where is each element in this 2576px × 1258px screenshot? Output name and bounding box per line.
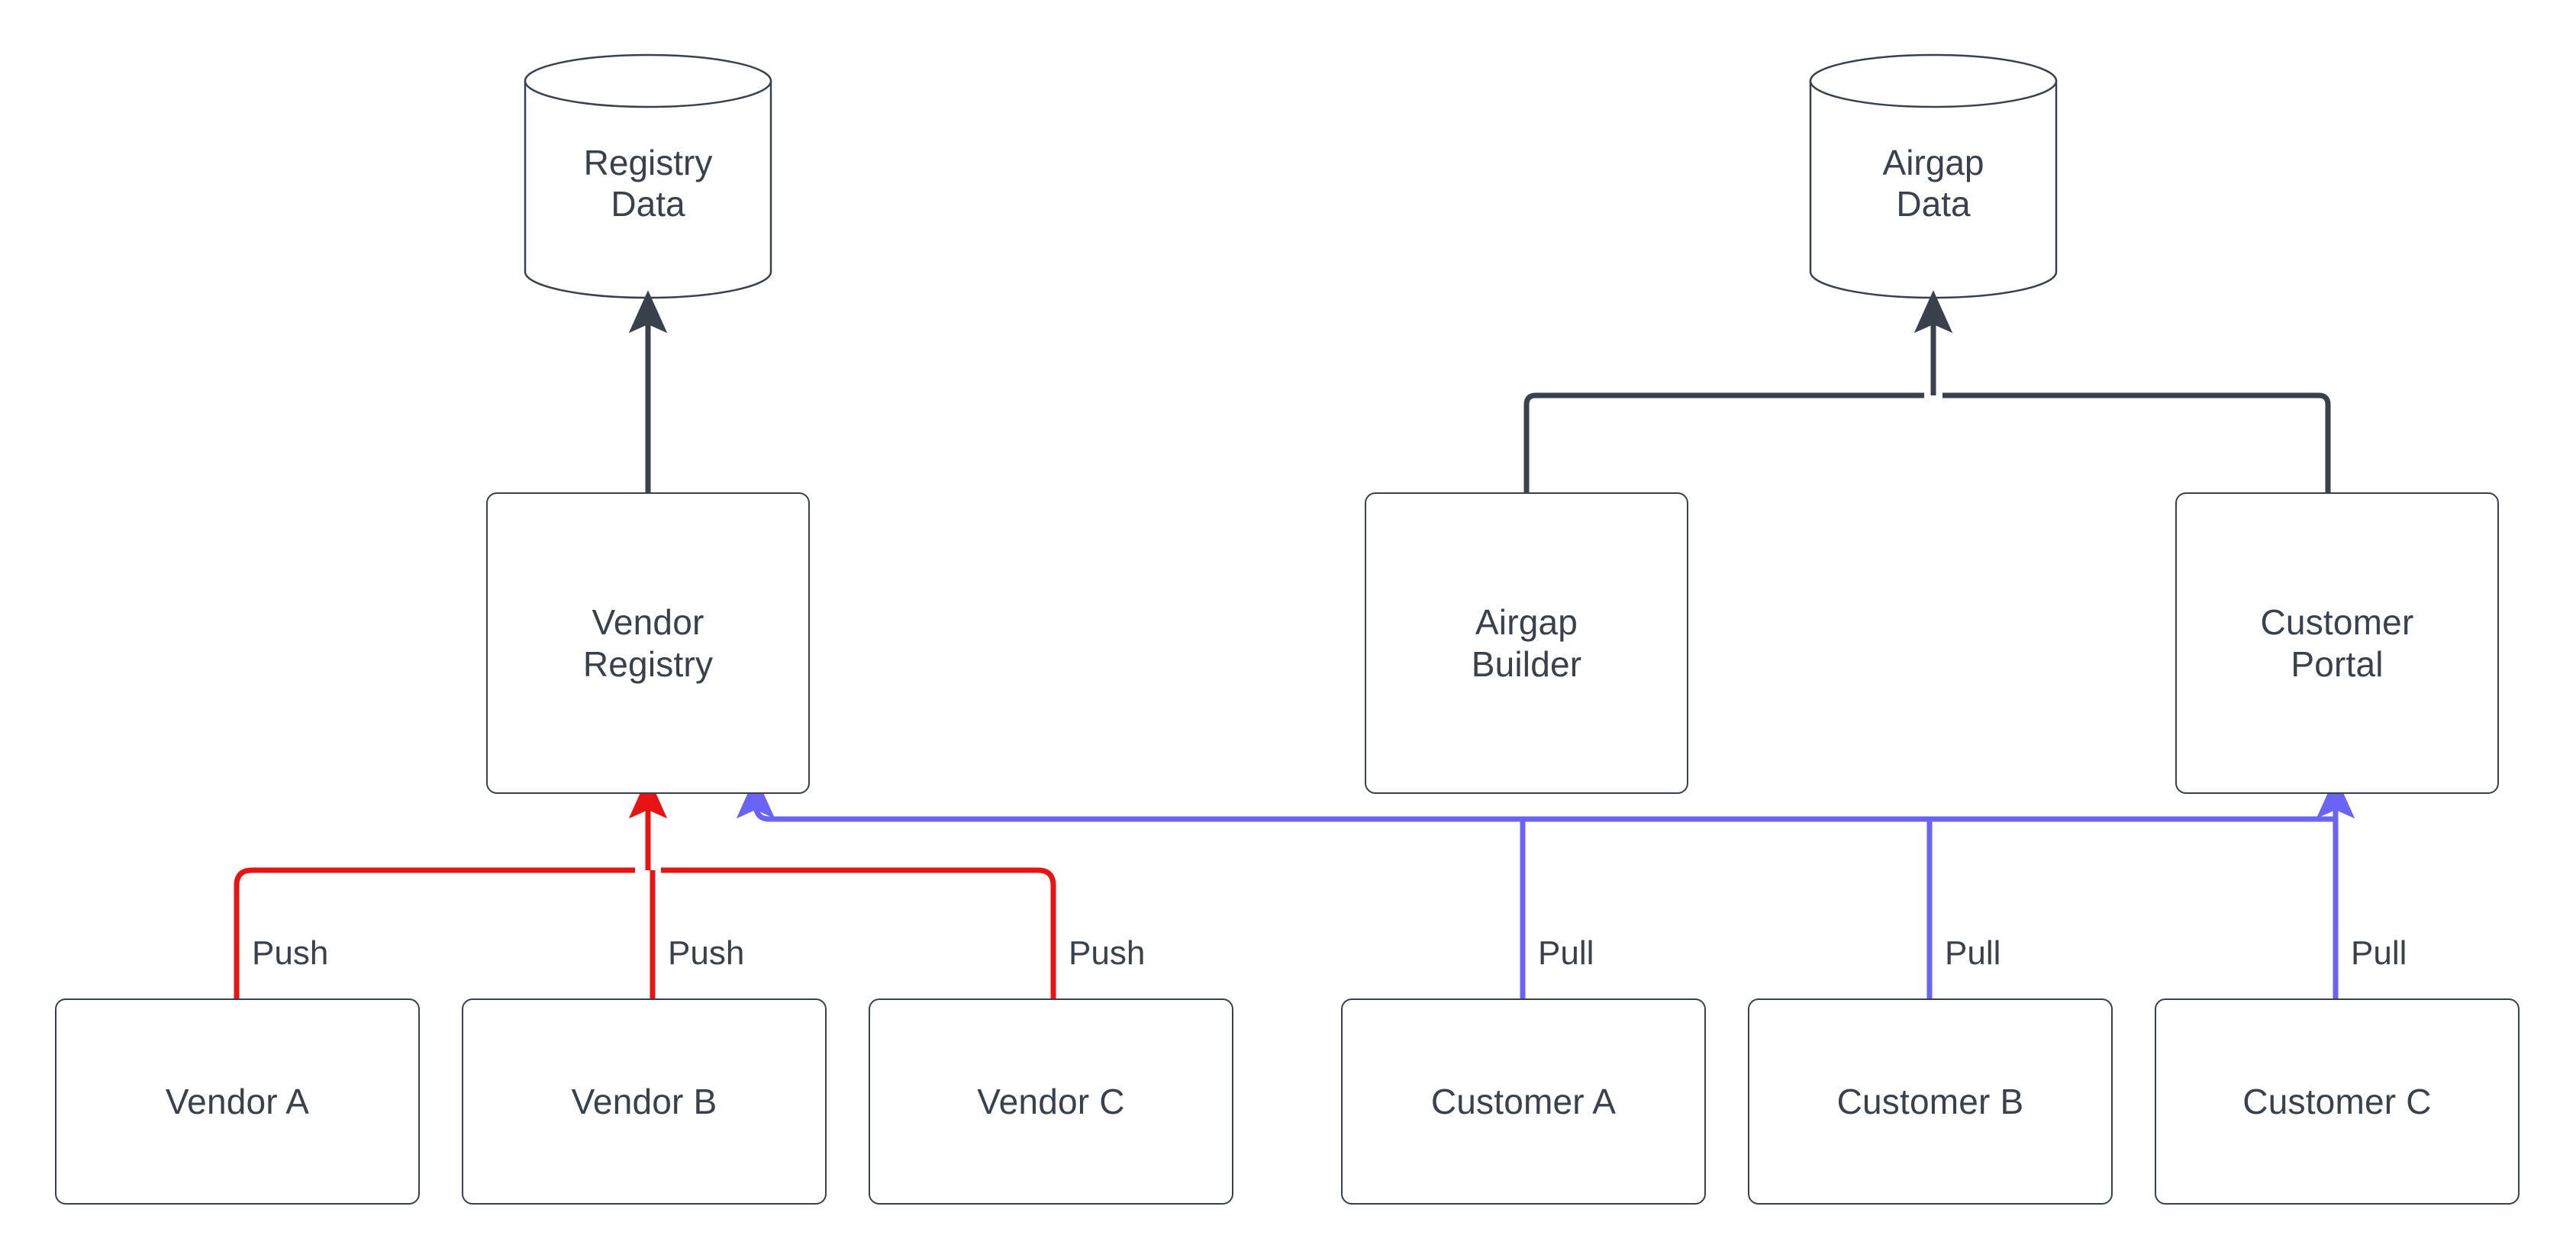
airgap-builder-label-line1: Airgap [1475,602,1578,643]
edge-label-pull-c: Pull [2351,934,2407,972]
edge-pull-to-vendor-registry [736,776,775,822]
node-customer-c[interactable]: Customer C [2155,998,2520,1205]
airgap-builder-label-line2: Builder [1471,644,1582,684]
node-customer-b[interactable]: Customer B [1748,998,2113,1205]
registry-data-cylinder [524,53,772,299]
edge-label-push-b: Push [668,934,745,972]
vendor-b-label: Vendor B [571,1081,717,1121]
customer-b-label: Customer B [1836,1081,2024,1121]
node-vendor-registry[interactable]: Vendor Registry [486,492,810,794]
node-vendor-a[interactable]: Vendor A [55,998,420,1205]
airgap-data-cylinder [1809,53,2058,299]
node-customer-a[interactable]: Customer A [1341,998,1706,1205]
customer-c-label: Customer C [2242,1081,2432,1121]
edge-label-push-a: Push [252,934,329,972]
node-vendor-c[interactable]: Vendor C [869,998,1233,1205]
edge-label-pull-a: Pull [1538,934,1594,972]
edge-airgap-builder-to-airgap-data [1523,392,1924,492]
vendor-registry-label-line1: Vendor [592,602,704,643]
node-vendor-b[interactable]: Vendor B [462,998,827,1205]
edge-customer-portal-to-airgap-data [1942,392,2331,492]
customer-portal-label-line1: Customer [2260,602,2414,643]
edge-vendor-c-push [661,867,1056,998]
vendor-a-label: Vendor A [165,1081,310,1121]
edge-label-pull-b: Pull [1945,934,2001,972]
edge-vendor-a-push [234,867,635,998]
vendor-registry-label-line2: Registry [582,644,714,684]
customer-a-label: Customer A [1430,1081,1617,1121]
vendor-c-label: Vendor C [977,1081,1125,1121]
node-customer-portal[interactable]: Customer Portal [2175,492,2499,794]
node-airgap-builder[interactable]: Airgap Builder [1365,492,1688,794]
edge-label-push-c: Push [1069,934,1146,972]
customer-portal-label-line2: Portal [2291,644,2384,684]
